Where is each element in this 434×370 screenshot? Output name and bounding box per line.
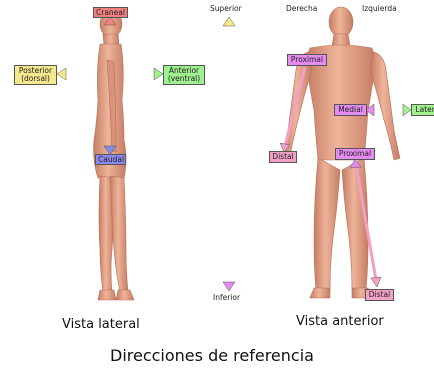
arm-proximo-distal-arrow (279, 66, 307, 153)
craneal-label: Craneal (93, 7, 128, 18)
izquierda-label: Izquierda (362, 4, 397, 13)
lateral-view-caption: Vista lateral (62, 317, 140, 332)
lateral-label: Lateral (411, 104, 434, 116)
supero-inferior-arrow (222, 16, 236, 292)
derecha-label: Derecha (286, 4, 318, 13)
cranio-caudal-arrow (103, 15, 117, 156)
medial-label: Medial (334, 104, 367, 116)
arm-distal-label: Distal (269, 151, 297, 163)
inferior-label: Inferior (213, 293, 241, 302)
leg-proximal-label: Proximal (335, 148, 375, 160)
medio-lateral-arrow (365, 103, 412, 117)
anterior-label: Anterior (ventral) (163, 65, 205, 85)
leg-proximo-distal-arrow (349, 158, 382, 288)
superior-label: Superior (210, 4, 242, 13)
posterior-label: Posterior (dorsal) (14, 65, 57, 85)
diagram-title: Direcciones de referencia (110, 346, 314, 365)
antero-posterior-arrow (56, 67, 164, 81)
caudal-label: Caudal (95, 154, 126, 165)
arm-proximal-label: Proximal (287, 54, 327, 66)
leg-distal-label: Distal (365, 289, 394, 301)
anterior-view-caption: Vista anterior (296, 314, 384, 329)
